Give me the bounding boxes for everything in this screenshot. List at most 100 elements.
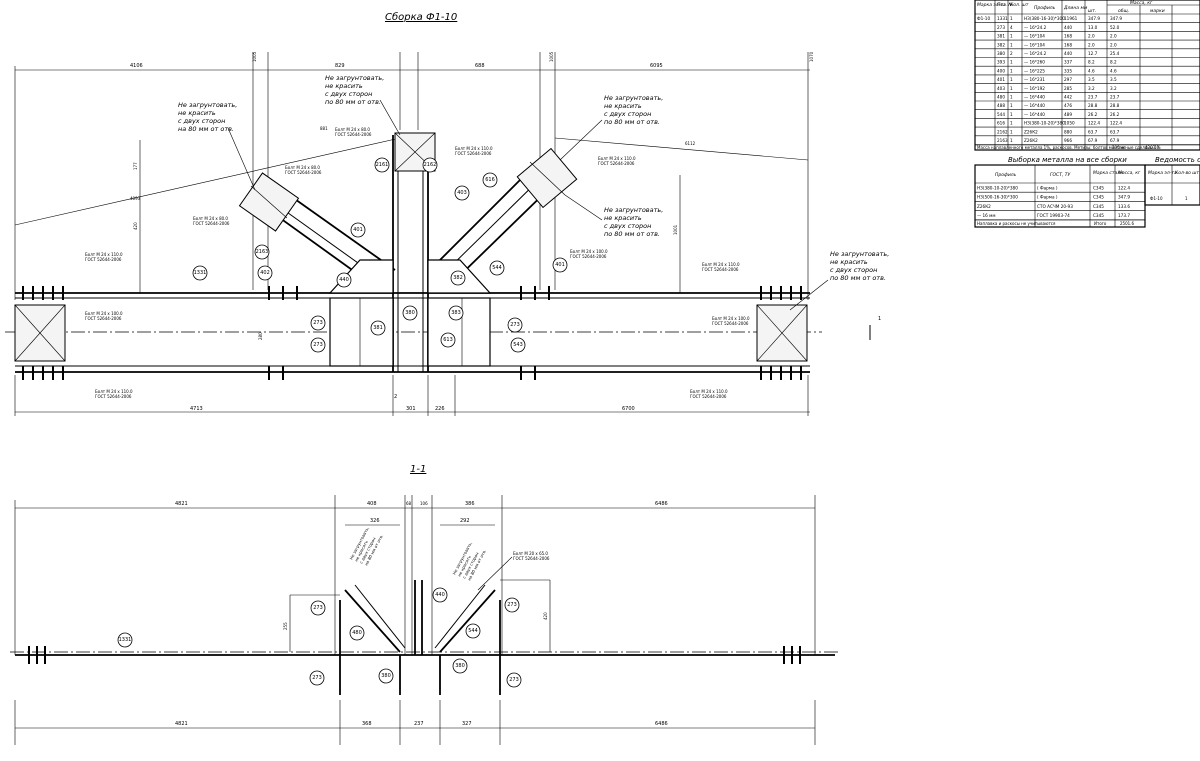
- svg-text:ГОСТ 52644-2006: ГОСТ 52644-2006: [193, 221, 230, 226]
- spec-cell: 401: [997, 77, 1005, 82]
- svg-text:не красить: не красить: [830, 258, 868, 266]
- spec-cell: 1: [1010, 103, 1013, 108]
- svg-text:1331: 1331: [194, 270, 207, 276]
- svg-text:Болт М 20 х 65.0: Болт М 20 х 65.0: [513, 551, 548, 556]
- svg-text:273: 273: [313, 342, 323, 348]
- section-view: 1-1 4821 6486 408 386 68 106 326 292: [10, 464, 840, 745]
- spec-cell: 1: [1010, 60, 1013, 65]
- metal-cell: С345: [1093, 213, 1104, 218]
- dim-vert-1001: 1001: [673, 224, 678, 235]
- spec-cell: 403: [997, 86, 1005, 91]
- svg-text:с двух сторон: с двух сторон: [604, 110, 651, 118]
- spec-cell: 63.7: [1088, 129, 1098, 134]
- svg-text:403: 403: [457, 190, 467, 196]
- svg-text:Выборка металла на все сборки: Выборка металла на все сборки: [1008, 156, 1127, 164]
- svg-text:ГОСТ, ТУ: ГОСТ, ТУ: [1050, 172, 1071, 178]
- spec-cell: 25.4: [1110, 51, 1120, 56]
- svg-text:408: 408: [367, 501, 377, 507]
- spec-cell: 4: [1010, 25, 1013, 30]
- svg-text:106: 106: [420, 501, 428, 506]
- spec-cell: НЗ(380-10-20)*380: [1024, 121, 1065, 126]
- assembly-view: Сборка Ф1-10 4106 6095 829 688 1005 1005…: [5, 11, 889, 416]
- spec-cell: 335: [1064, 68, 1072, 73]
- spec-cell: 966: [1064, 138, 1072, 143]
- svg-text:Не загрунтовать,: Не загрунтовать,: [830, 250, 889, 258]
- section-note-left: Не загрунтовать, не красить с двух сторо…: [348, 526, 384, 567]
- spec-cell: 393: [997, 60, 1005, 65]
- right-splice-plate: [756, 304, 808, 362]
- spec-cell: 4.6: [1110, 68, 1117, 73]
- spec-cell: 1: [1010, 121, 1013, 126]
- spec-cell: 13.0: [1088, 25, 1098, 30]
- chord-beam: [5, 292, 822, 373]
- svg-text:380: 380: [381, 673, 391, 679]
- svg-text:273: 273: [313, 320, 323, 326]
- svg-text:Болт М 24 х 110.0: Болт М 24 х 110.0: [702, 262, 740, 267]
- svg-text:381: 381: [373, 325, 383, 331]
- dim-top-6095: 6095: [650, 63, 663, 69]
- svg-text:4821: 4821: [175, 721, 188, 727]
- svg-text:Марка эл-та: Марка эл-та: [977, 2, 1006, 8]
- svg-text:не красить: не красить: [604, 102, 642, 110]
- svg-text:440: 440: [435, 592, 445, 598]
- svg-text:2501.6: 2501.6: [1120, 221, 1134, 226]
- svg-text:544: 544: [468, 628, 478, 634]
- svg-text:480: 480: [352, 630, 362, 636]
- svg-text:Итого: Итого: [1094, 221, 1107, 226]
- svg-text:Профиль: Профиль: [995, 172, 1017, 178]
- spec-cell: 1: [1010, 34, 1013, 39]
- svg-text:368: 368: [362, 721, 372, 727]
- spec-cell: 2.0: [1110, 34, 1117, 39]
- metal-cell: С345: [1093, 185, 1104, 190]
- note-no-paint-right-top: Не загрунтовать, не красить с двух сторо…: [559, 94, 663, 161]
- svg-text:Профиль: Профиль: [1034, 5, 1056, 11]
- svg-text:ГОСТ 52644-2006: ГОСТ 52644-2006: [598, 161, 635, 166]
- svg-text:ГОСТ 52644-2006: ГОСТ 52644-2006: [335, 132, 372, 137]
- svg-text:616: 616: [485, 177, 495, 183]
- svg-text:Кол. шт: Кол. шт: [1010, 2, 1029, 8]
- svg-text:Кол-во шт: Кол-во шт: [1175, 170, 1199, 176]
- svg-text:Болт М 24 х 80.0: Болт М 24 х 80.0: [285, 165, 320, 170]
- svg-text:273: 273: [510, 322, 520, 328]
- svg-text:марки: марки: [1150, 9, 1165, 14]
- note-no-paint-top: Не загрунтовать, не красить с двух сторо…: [325, 74, 401, 136]
- spec-cell: 122.4: [1088, 121, 1100, 126]
- metal-cell: 122.4: [1118, 185, 1130, 190]
- spec-cell: Ф1-10: [977, 16, 990, 21]
- svg-text:543: 543: [513, 342, 523, 348]
- svg-text:273: 273: [509, 677, 519, 683]
- svg-text:401: 401: [555, 262, 565, 268]
- dim-top-688: 688: [475, 63, 485, 69]
- spec-cell: 3.2: [1110, 86, 1117, 91]
- svg-text:Не загрунтовать,: Не загрунтовать,: [178, 101, 237, 109]
- svg-text:с двух сторон: с двух сторон: [325, 90, 372, 98]
- spec-cell: Z26К2: [1024, 129, 1038, 134]
- spec-cell: 273: [997, 25, 1005, 30]
- svg-text:402: 402: [260, 270, 270, 276]
- svg-text:4203.0: 4203.0: [1145, 145, 1159, 150]
- svg-text:Ф1-10: Ф1-10: [1150, 196, 1163, 201]
- svg-text:с двух сторон: с двух сторон: [178, 117, 225, 125]
- dim-vert-177: 177: [133, 162, 138, 170]
- svg-text:ГОСТ 52644-2006: ГОСТ 52644-2006: [570, 254, 607, 259]
- spec-cell: 1: [1010, 95, 1013, 100]
- spec-cell: 52.0: [1110, 25, 1120, 30]
- spec-cell: — 16*225: [1024, 68, 1045, 73]
- svg-text:Болт М 24 х 110.0: Болт М 24 х 110.0: [95, 389, 133, 394]
- dim-vert-420: 420: [133, 222, 138, 230]
- svg-text:237: 237: [414, 721, 424, 727]
- spec-cell: 544: [997, 112, 1005, 117]
- svg-text:544: 544: [492, 265, 502, 271]
- svg-text:по 80 мм от отв.: по 80 мм от отв.: [604, 230, 660, 238]
- spec-cell: — 16*104: [1024, 42, 1045, 47]
- dim-bottom-6700: 6700: [622, 406, 635, 412]
- svg-text:Болт М 24 х 110.0: Болт М 24 х 110.0: [85, 252, 123, 257]
- callouts-top: 1331 2161 2163 402 401 440 273 381 380 3…: [192, 157, 568, 353]
- svg-text:326: 326: [370, 518, 380, 524]
- metal-cell: ( Фарма ): [1037, 185, 1058, 190]
- bolt-labels: Болт М 24 х 80.0 ГОСТ 52644-2006 Болт М …: [85, 127, 750, 399]
- svg-text:273: 273: [507, 602, 517, 608]
- svg-text:Болт М 24 х 100.0: Болт М 24 х 100.0: [85, 311, 123, 316]
- section-top-dims: 4821 6486 408 386 68 106 326 292: [14, 495, 816, 655]
- dim-bottom-226: 226: [435, 406, 445, 412]
